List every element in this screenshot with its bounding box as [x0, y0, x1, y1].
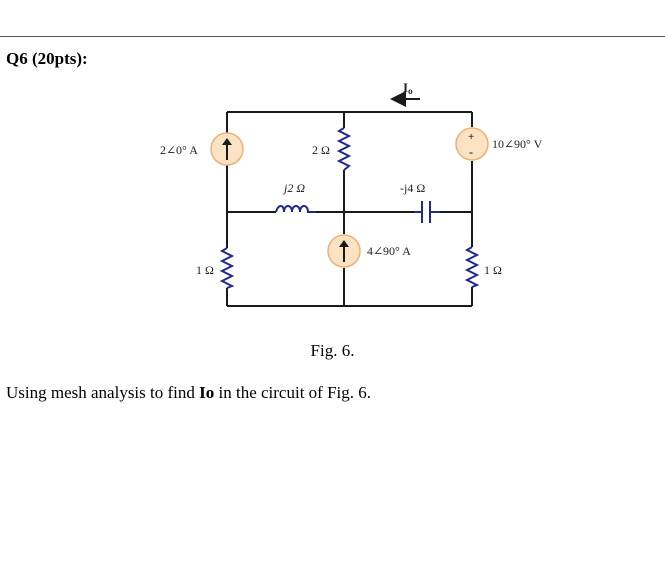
arrow-up-icon: [222, 138, 232, 145]
arrow-up-icon: [339, 240, 349, 247]
prompt-bold: Io: [199, 383, 215, 402]
capacitor: [414, 201, 440, 223]
circuit-diagram: Io 2∠0° A 2 Ω + - 10∠90° V j2 Ω -j4 Ω 4∠…: [160, 80, 543, 307]
prompt-after: in the circuit of Fig. 6.: [214, 383, 372, 402]
label-resistor-bottom-left: 1 Ω: [196, 263, 214, 277]
resistor-bottom-right: [464, 246, 480, 288]
label-source-left: 2∠0° A: [160, 143, 198, 157]
prompt-before: Using mesh analysis to find: [6, 383, 200, 402]
plus-sign: +: [468, 131, 474, 143]
label-inductor: j2 Ω: [282, 181, 305, 195]
current-label-io: Io: [403, 80, 413, 96]
label-resistor-bottom-right: 1 Ω: [484, 263, 502, 277]
voltage-source-right: + -: [455, 127, 489, 161]
figure-caption: Fig. 6.: [310, 341, 355, 360]
resistor-top-middle: [336, 127, 352, 171]
inductor: [275, 205, 316, 213]
label-source-right: 10∠90° V: [492, 137, 543, 151]
question-title: Q6 (20pts):: [6, 49, 88, 68]
top-divider: [0, 36, 665, 37]
label-source-middle: 4∠90° A: [367, 244, 411, 258]
question-prompt: Using mesh analysis to find Io in the ci…: [6, 383, 371, 403]
label-resistor-top-middle: 2 Ω: [312, 143, 330, 157]
current-source-middle: [327, 234, 361, 268]
circuit-wires: [226, 111, 473, 307]
current-source-left: [210, 132, 244, 166]
minus-sign: -: [469, 145, 473, 159]
resistor-bottom-left: [219, 247, 235, 289]
label-capacitor: -j4 Ω: [400, 181, 425, 195]
